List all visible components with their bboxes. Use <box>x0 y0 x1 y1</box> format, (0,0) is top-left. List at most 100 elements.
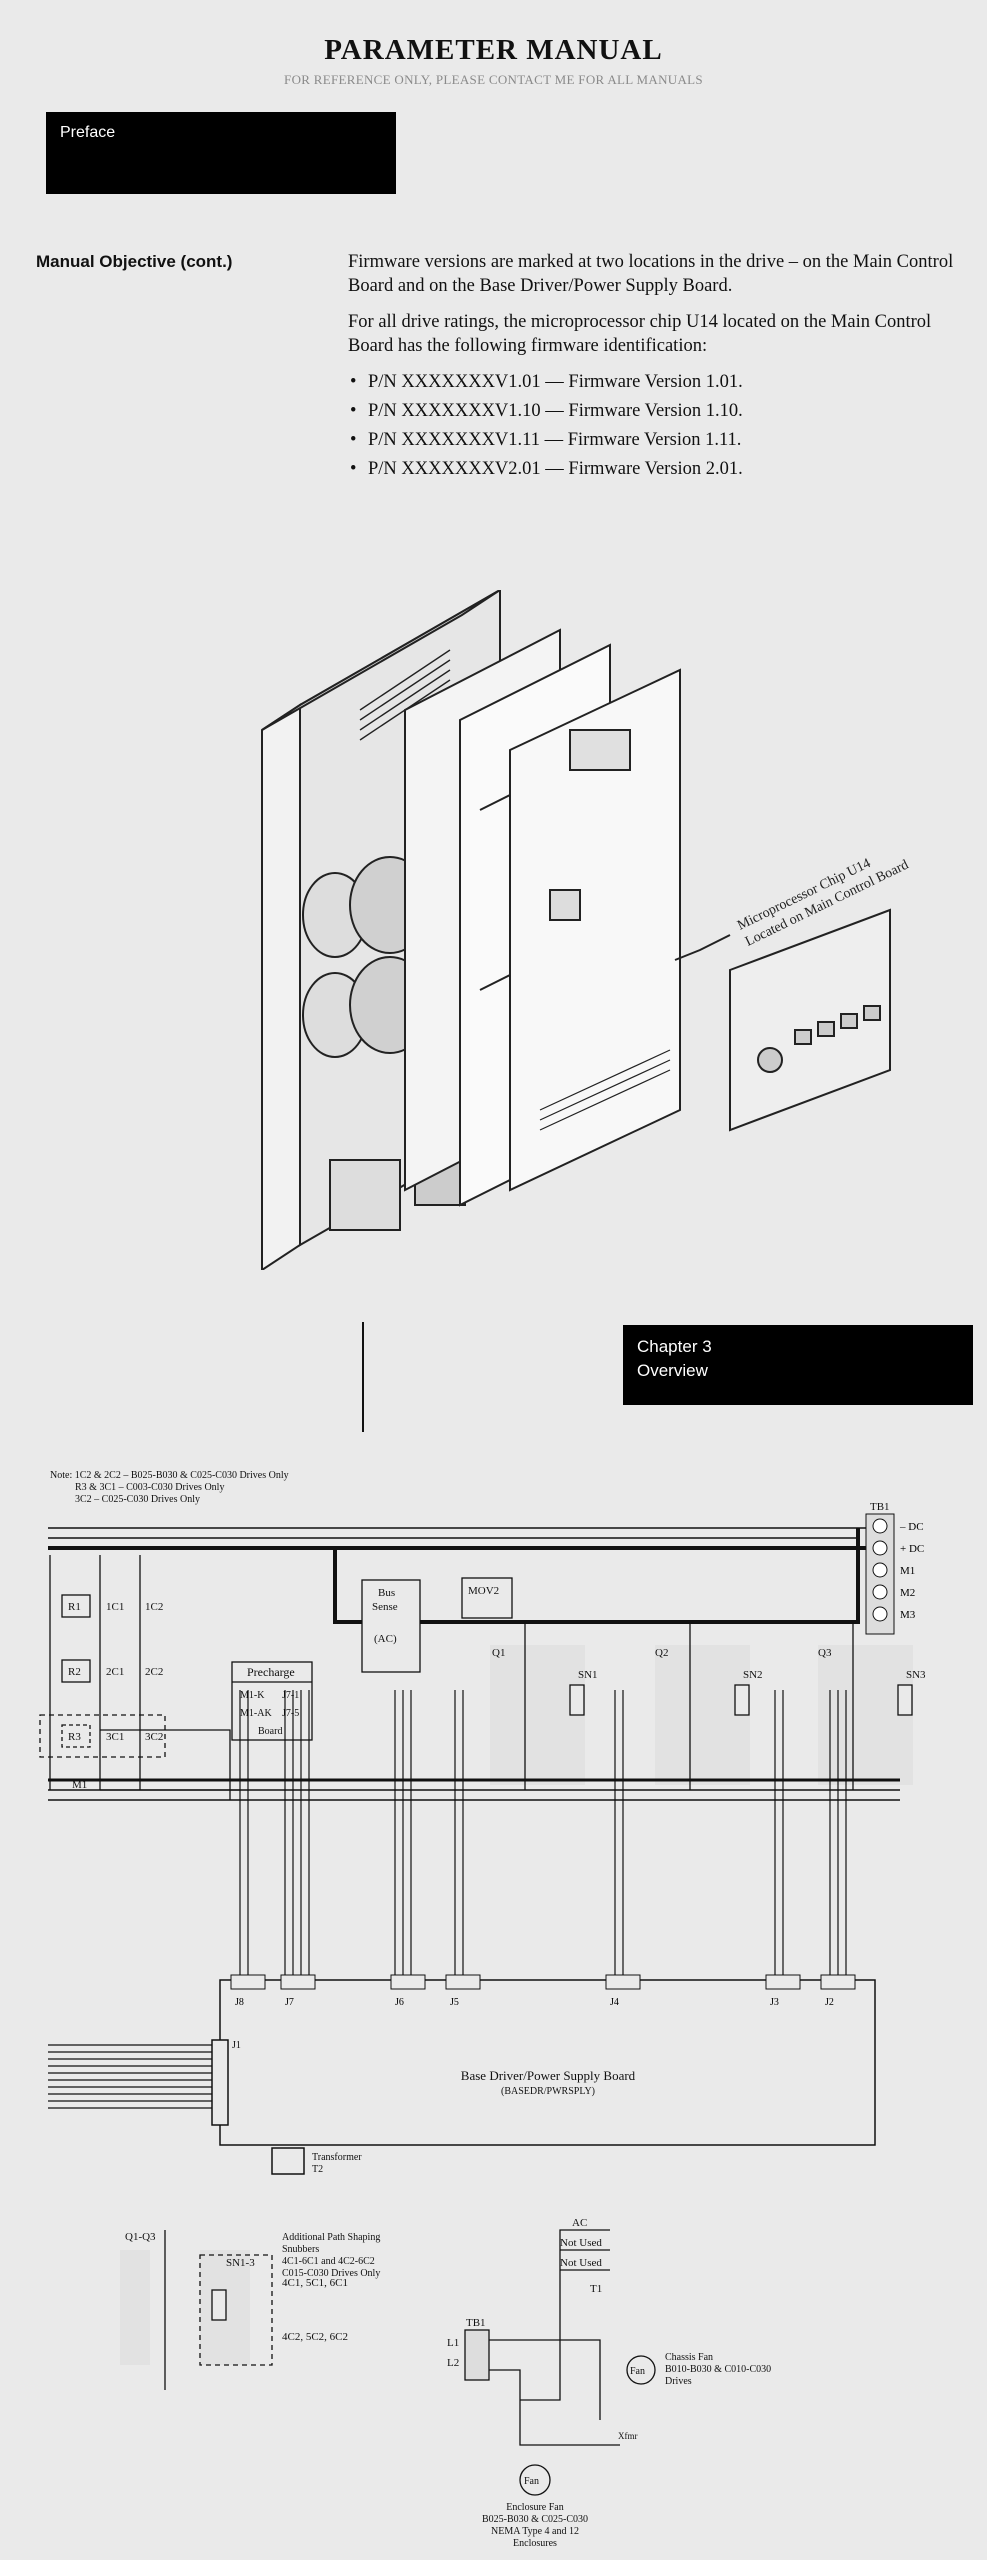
snubber-note: C015-C030 Drives Only <box>282 2268 380 2279</box>
body-text: Firmware versions are marked at two loca… <box>348 250 958 486</box>
snubber-cap-label: 4C2, 5C2, 6C2 <box>282 2331 348 2343</box>
connector-label: J6 <box>395 1997 404 2008</box>
chassis-fan-label: B010-B030 & C010-C030 <box>665 2364 771 2375</box>
fan-circuit-label: T1 <box>590 2283 602 2295</box>
section-heading: Manual Objective (cont.) <box>36 252 233 271</box>
fan-circuit-label: Not Used <box>560 2257 602 2269</box>
connector-block <box>230 1974 266 1990</box>
enclosure-fan-label: Enclosures <box>513 2538 557 2549</box>
fan-label: Fan <box>524 2476 539 2487</box>
fan-label: Fan <box>630 2366 645 2377</box>
snubber-detail-title: Q1-Q3 <box>125 2231 156 2243</box>
board-code: (BASEDR/PWRSPLY) <box>501 2086 595 2097</box>
connector-block <box>605 1974 641 1990</box>
resistor-label: R3 <box>68 1731 81 1743</box>
precharge-label: Precharge <box>247 1665 295 1679</box>
divider-rule <box>362 1322 364 1432</box>
resistor-label: R2 <box>68 1666 81 1678</box>
capacitor-label: 1C1 <box>106 1601 124 1613</box>
chassis-fan-label: Drives <box>665 2376 692 2387</box>
connector-label: J8 <box>235 1997 244 2008</box>
chapter-label: Chapter 3 <box>637 1337 712 1356</box>
schematic-note-3: 3C2 – C025-C030 Drives Only <box>75 1494 200 1505</box>
connector-block <box>820 1974 856 1990</box>
snubber-label: SN3 <box>906 1669 926 1681</box>
preface-label: Preface <box>60 124 116 141</box>
snubber-note: Snubbers <box>282 2244 319 2255</box>
connector-block <box>765 1974 801 1990</box>
terminal-label: – DC <box>899 1521 924 1533</box>
fan-circuit-label: TB1 <box>466 2317 486 2329</box>
schematic-note-1: Note: 1C2 & 2C2 – B025-B030 & C025-C030 … <box>50 1470 289 1481</box>
list-item: P/N XXXXXXXV1.01 — Firmware Version 1.01… <box>350 370 958 394</box>
connector-block <box>445 1974 481 1990</box>
list-item: P/N XXXXXXXV1.11 — Firmware Version 1.11… <box>350 428 958 452</box>
resistor-label: R1 <box>68 1601 81 1613</box>
snubber-group-label: SN1-3 <box>226 2257 255 2269</box>
connector-label: J3 <box>770 1997 779 2008</box>
precharge-pin: M1-K <box>240 1690 265 1701</box>
fan-circuit-label: AC <box>572 2217 587 2229</box>
bus-sense-label: (AC) <box>374 1633 397 1645</box>
igbt-label: Q2 <box>655 1647 668 1659</box>
page-title: PARAMETER MANUAL <box>324 34 663 66</box>
chapter-title: Overview <box>637 1361 708 1380</box>
fan-circuit-label: L1 <box>447 2337 459 2349</box>
connector-block <box>280 1974 316 1990</box>
capacitor-label: 1C2 <box>145 1601 163 1613</box>
snubber-note: 4C1-6C1 and 4C2-6C2 <box>282 2256 375 2267</box>
terminal-screw <box>872 1518 888 1534</box>
connector-block <box>390 1974 426 1990</box>
firmware-list: P/N XXXXXXXV1.01 — Firmware Version 1.01… <box>348 370 958 481</box>
terminal-label: M2 <box>900 1587 915 1599</box>
snubber-label: SN2 <box>743 1669 763 1681</box>
connector-label: J5 <box>450 1997 459 2008</box>
paragraph-2: For all drive ratings, the microprocesso… <box>348 312 932 356</box>
precharge-pin: J7-5 <box>282 1708 299 1719</box>
connector-label: J1 <box>232 2040 241 2051</box>
transformer-label: T2 <box>312 2164 323 2175</box>
transformer-label: Transformer <box>312 2152 362 2163</box>
schematic-note-2: R3 & 3C1 – C003-C030 Drives Only <box>75 1482 224 1493</box>
terminal-label: + DC <box>900 1543 924 1555</box>
terminal-screw <box>872 1584 888 1600</box>
bus-sense-label: Bus <box>378 1587 395 1599</box>
fan-circuit-label: Not Used <box>560 2237 602 2249</box>
capacitor-label: 2C1 <box>106 1666 124 1678</box>
enclosure-fan-label: Enclosure Fan <box>506 2502 564 2513</box>
terminal-screw <box>872 1562 888 1578</box>
connector-label: J7 <box>285 1997 294 2008</box>
chapter-banner: Chapter 3 Overview <box>623 1325 973 1405</box>
bus-sense-label: Sense <box>372 1601 398 1613</box>
igbt-label: Q1 <box>492 1647 505 1659</box>
paragraph-1: Firmware versions are marked at two loca… <box>348 252 954 296</box>
snubber-note: Additional Path Shaping <box>282 2232 380 2243</box>
m1-label: M1 <box>72 1779 87 1791</box>
precharge-board-label: Board <box>258 1726 282 1737</box>
capacitor-label: 3C1 <box>106 1731 124 1743</box>
precharge-pin: M1-AK <box>240 1708 272 1719</box>
capacitor-label: 3C2 <box>145 1731 163 1743</box>
tb1-label: TB1 <box>870 1501 890 1513</box>
enclosure-fan-label: B025-B030 & C025-C030 <box>482 2514 588 2525</box>
connector-label: J2 <box>825 1997 834 2008</box>
terminal-screw <box>872 1606 888 1622</box>
preface-banner: Preface <box>46 112 396 194</box>
snubber-cap-label: 4C1, 5C1, 6C1 <box>282 2277 348 2289</box>
page-subtitle: FOR REFERENCE ONLY, PLEASE CONTACT ME FO… <box>284 72 703 87</box>
igbt-label: Q3 <box>818 1647 832 1659</box>
fan-circuit-label: L2 <box>447 2357 459 2369</box>
snubber-label: SN1 <box>578 1669 598 1681</box>
list-item: P/N XXXXXXXV1.10 — Firmware Version 1.10… <box>350 399 958 423</box>
drive-exploded-illustration: Microprocessor Chip U14 Located on Main … <box>261 590 911 1270</box>
chassis-fan-label: Chassis Fan <box>665 2352 713 2363</box>
capacitor-label: 2C2 <box>145 1666 163 1678</box>
terminal-label: M3 <box>900 1609 916 1621</box>
enclosure-fan-label: NEMA Type 4 and 12 <box>491 2526 579 2537</box>
precharge-pin: J7-1 <box>282 1690 299 1701</box>
xfmr-label: Xfmr <box>618 2431 638 2441</box>
list-item: P/N XXXXXXXV2.01 — Firmware Version 2.01… <box>350 457 958 481</box>
connector-label: J4 <box>610 1997 619 2008</box>
board-label: Base Driver/Power Supply Board <box>461 2068 636 2083</box>
terminal-label: M1 <box>900 1565 915 1577</box>
